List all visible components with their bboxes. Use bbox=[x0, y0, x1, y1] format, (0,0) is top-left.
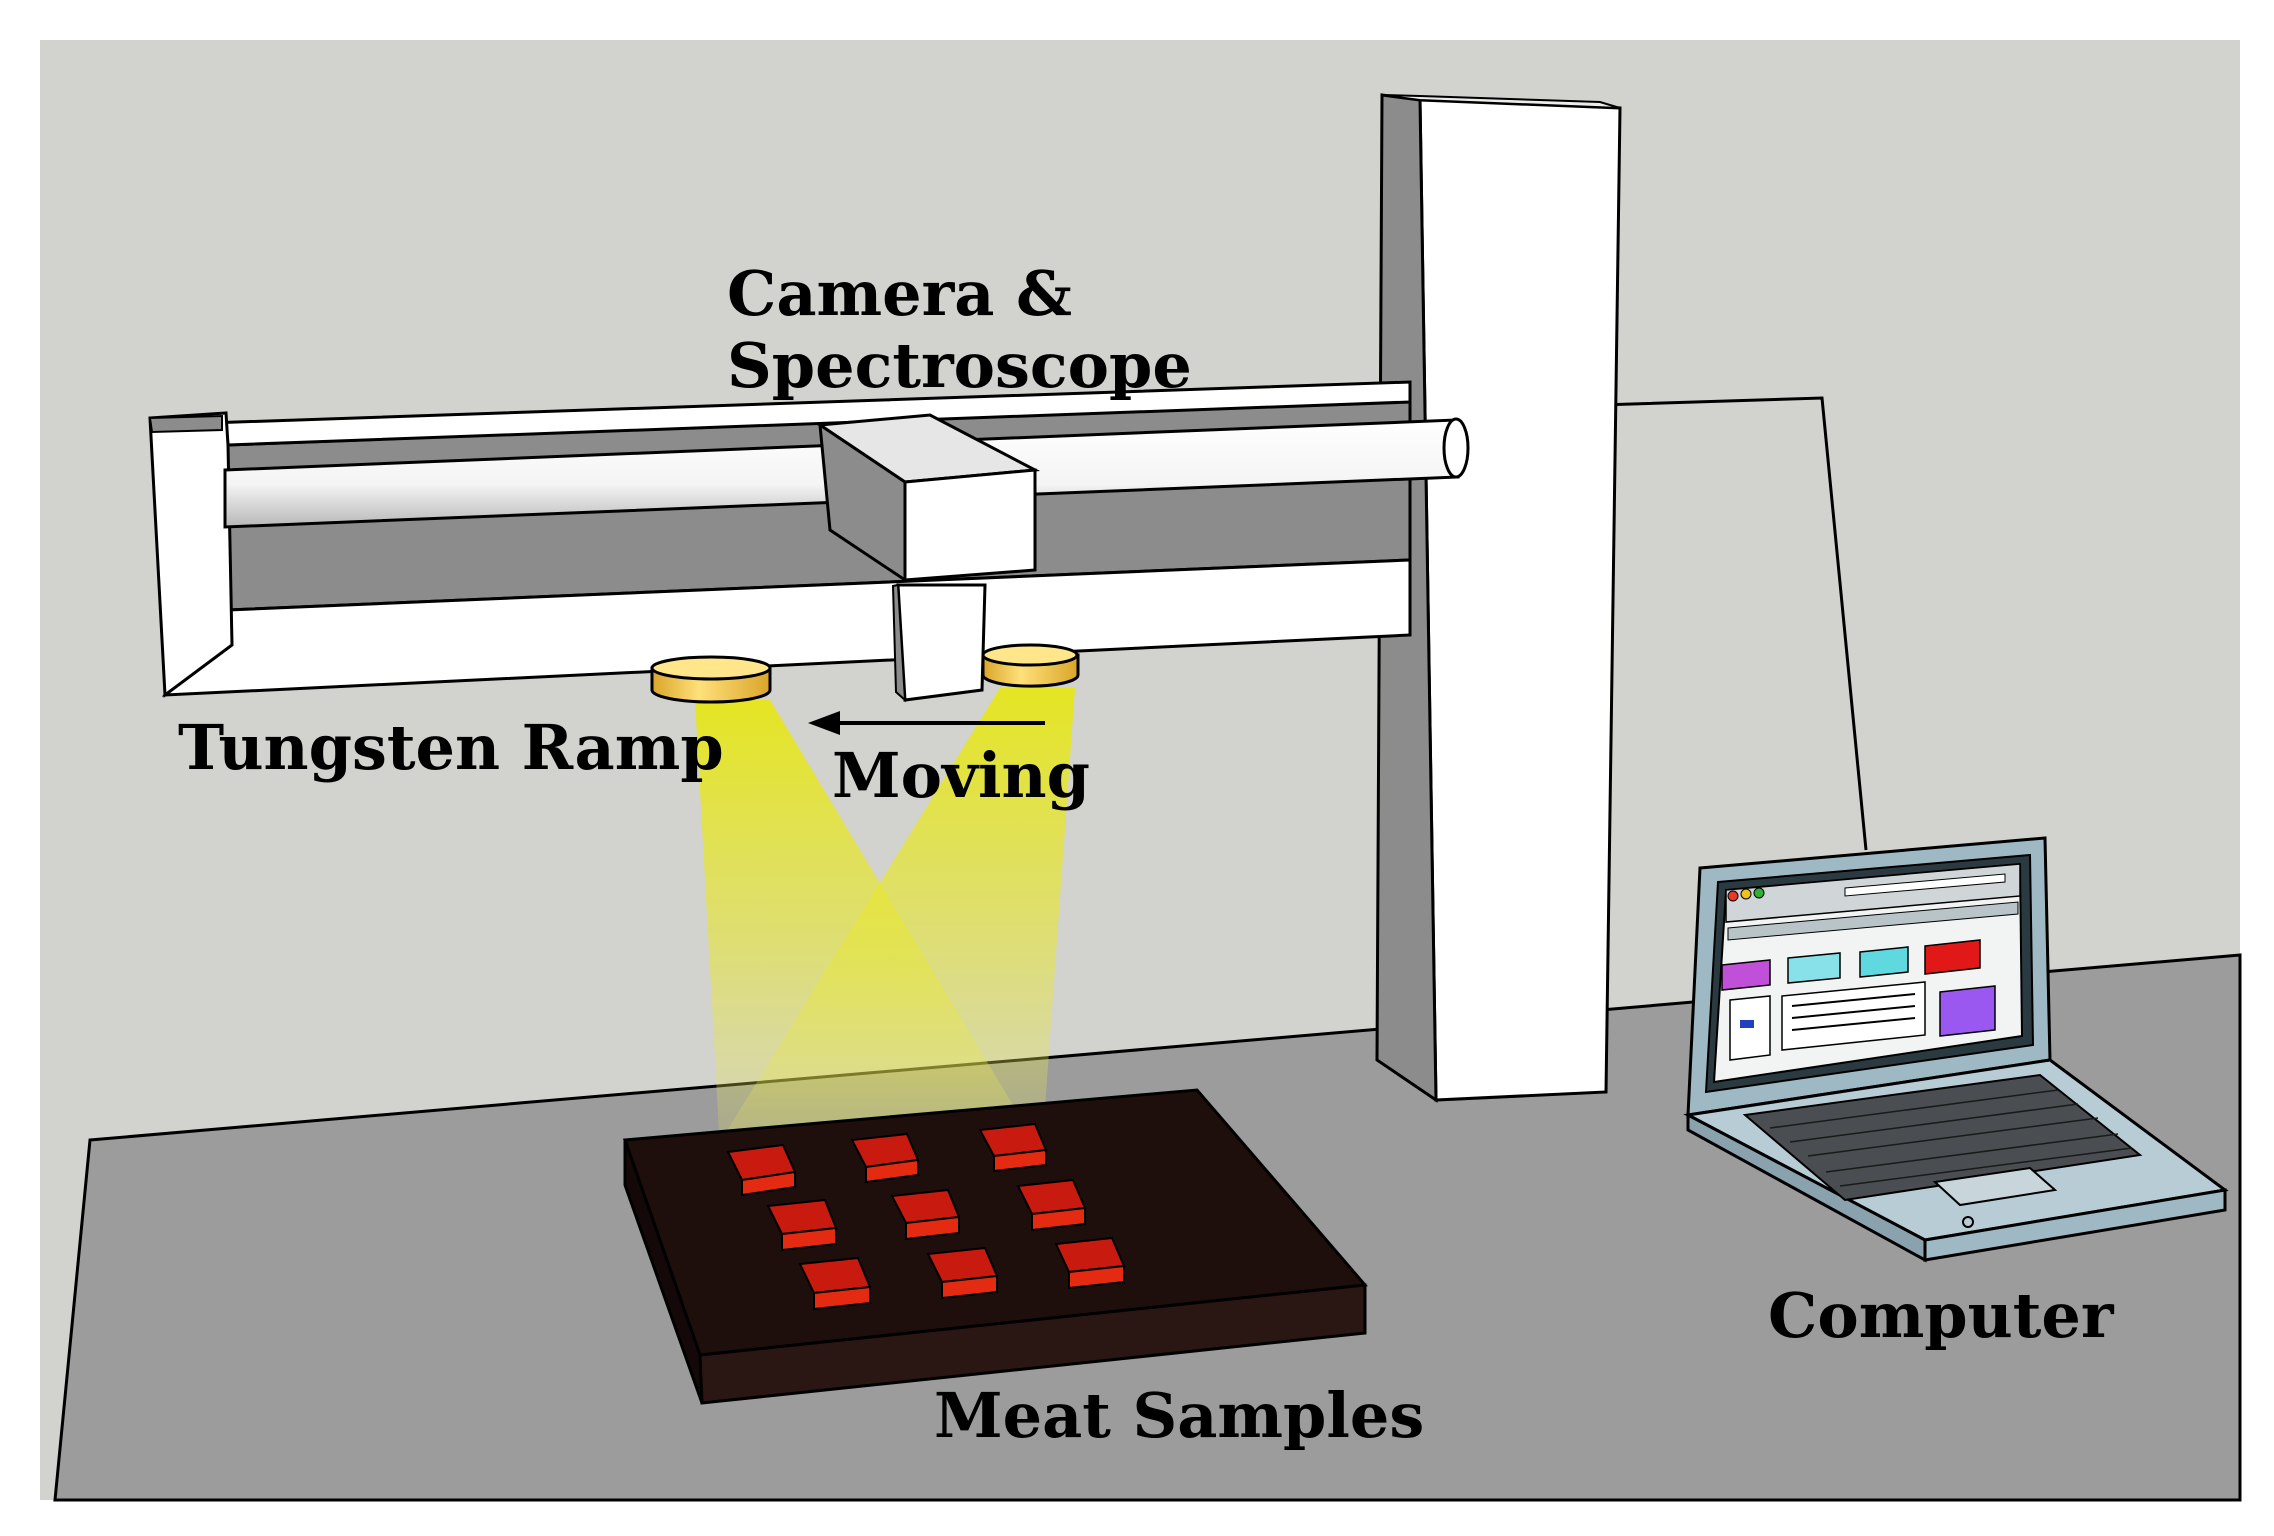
sample-tray bbox=[622, 1088, 1369, 1405]
lamp-icon bbox=[650, 655, 772, 704]
computer-label: Computer bbox=[1768, 1279, 2114, 1352]
meat-sample bbox=[1054, 1236, 1126, 1290]
moving-label: Moving bbox=[832, 739, 1090, 812]
tungsten-lamps bbox=[650, 643, 1080, 704]
meat-sample bbox=[850, 1132, 920, 1184]
camera-spectroscope-unit bbox=[815, 413, 1041, 703]
support-post bbox=[1375, 93, 1622, 1103]
light-beams bbox=[695, 688, 1075, 1150]
meat-sample bbox=[978, 1122, 1048, 1173]
laptop-icon bbox=[1683, 836, 2229, 1263]
tungsten-ramp-label: Tungsten Ramp bbox=[178, 711, 724, 784]
camera-label-line1: Camera & bbox=[727, 257, 1072, 330]
right-light-beam bbox=[715, 688, 1075, 1150]
arrow-left-icon bbox=[808, 711, 1045, 735]
meat-sample bbox=[798, 1256, 872, 1311]
computer-cable bbox=[1599, 396, 1868, 851]
meat-sample bbox=[766, 1198, 838, 1252]
camera-label-line2: Spectroscope bbox=[727, 329, 1192, 402]
meat-sample bbox=[726, 1143, 797, 1197]
meat-samples-label: Meat Samples bbox=[934, 1379, 1425, 1452]
meat-sample bbox=[926, 1246, 999, 1300]
meat-samples bbox=[726, 1122, 1126, 1311]
meat-sample bbox=[1016, 1178, 1087, 1232]
lamp-icon bbox=[981, 643, 1080, 688]
meat-sample bbox=[890, 1188, 961, 1241]
